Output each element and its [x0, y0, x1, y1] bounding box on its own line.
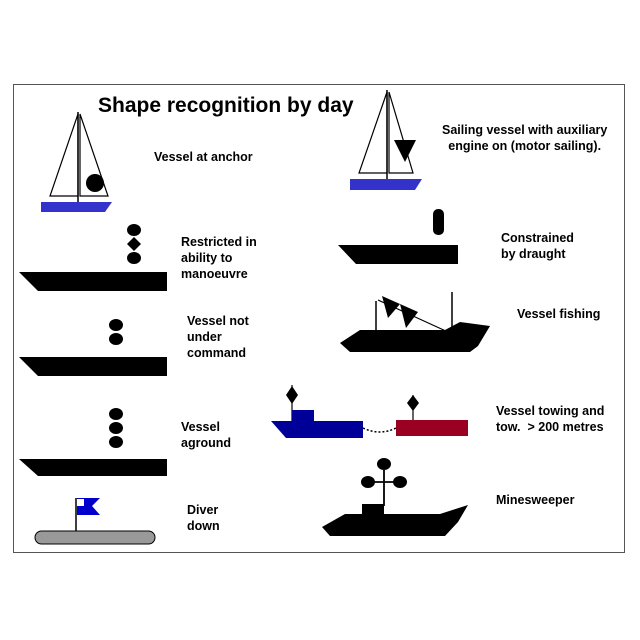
anchor-sailboat-hull	[41, 202, 112, 212]
towing-vessels	[271, 385, 468, 438]
not-under-command-vessel	[19, 319, 167, 376]
tow-hull	[396, 420, 468, 436]
tug-diamond-icon	[286, 386, 298, 404]
aground-vessel	[19, 408, 167, 476]
label-minesweeper: Minesweeper	[496, 493, 575, 507]
cylinder-icon	[433, 209, 444, 235]
diver-down-vessel	[34, 498, 156, 545]
page-title: Shape recognition by day	[98, 94, 354, 117]
anchor-ball-icon	[86, 174, 104, 192]
restricted-vessel	[19, 224, 167, 291]
label-aground: Vessel aground	[181, 420, 231, 450]
motor-sailing-hull	[350, 179, 422, 190]
label-restricted-manoeuvre: Restricted in ability to manoeuvre	[181, 235, 257, 281]
label-constrained-by-draught: Constrained by draught	[501, 231, 574, 261]
diagram-frame	[13, 84, 625, 553]
anchor-sailboat	[41, 112, 112, 212]
tow-diamond-icon	[407, 395, 419, 411]
label-not-under-command: Vessel not under command	[187, 314, 249, 360]
draught-vessel	[338, 209, 458, 264]
motor-sailing-sailboat	[350, 90, 422, 190]
label-motor-sailing: Sailing vessel with auxiliary engine on …	[442, 123, 608, 153]
label-vessel-towing: Vessel towing and tow. > 200 metres	[496, 404, 605, 434]
tug-hull	[271, 421, 363, 438]
fishing-vessel	[340, 292, 490, 352]
cone-down-icon	[394, 140, 416, 162]
label-vessel-fishing: Vessel fishing	[517, 307, 601, 321]
minesweeper-vessel	[322, 458, 468, 536]
label-diver-down: Diver down	[187, 503, 220, 533]
label-vessel-at-anchor: Vessel at anchor	[154, 150, 253, 164]
